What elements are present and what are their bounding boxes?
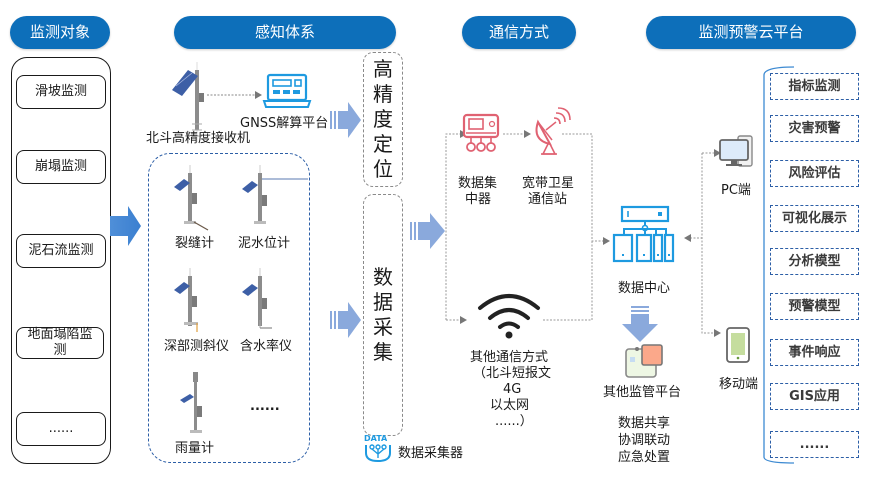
- platform-item-disaster-warning: 灾害预警: [770, 115, 859, 142]
- object-ground-subsidence: 地面塌陷监测: [16, 327, 104, 359]
- satellite-station-label-1: 宽带卫星: [522, 176, 575, 191]
- data-logger-badge: DATA: [364, 434, 388, 443]
- monitoring-objects-frame: [11, 57, 111, 464]
- dotted-arrow-icon: [207, 91, 262, 99]
- data-logger-label: 数据采集器: [398, 446, 464, 461]
- object-more: ......: [16, 412, 106, 446]
- vbox-char: 位: [373, 157, 393, 181]
- object-collapse: 崩塌监测: [16, 150, 106, 184]
- platform-item-indicator-monitoring: 指标监测: [770, 73, 859, 100]
- vbox-char: 据: [373, 290, 393, 314]
- other-platform-icon: [625, 344, 663, 378]
- vbox-char: 度: [373, 107, 393, 131]
- platform-item-event-response: 事件响应: [770, 339, 859, 366]
- vbox-char: 采: [373, 315, 393, 339]
- sensor-label-crack-meter: 裂缝计: [175, 236, 215, 251]
- sensor-label-moisture-meter: 含水率仪: [240, 339, 293, 354]
- vbox-char: 定: [373, 132, 393, 156]
- gnss-platform-label: GNSS解算平台: [240, 116, 329, 131]
- inclinometer-icon: [174, 268, 198, 332]
- vbox-char: 数: [373, 265, 393, 289]
- data-center-icon: [612, 205, 675, 263]
- other-comm-label-1: 其他通信方式: [470, 350, 549, 365]
- vbox-char: 精: [373, 82, 393, 106]
- header-cloud-platform: 监测预警云平台: [646, 16, 856, 49]
- sensor-group-frame: [148, 153, 310, 463]
- flow-arrow-icon: [410, 213, 445, 249]
- pc-icon: [719, 135, 753, 167]
- client-connectors: [684, 149, 721, 337]
- pc-label: PC端: [721, 183, 751, 198]
- data-collection-box: 数 据 采 集: [363, 194, 403, 436]
- data-concentrator-label-2: 中器: [465, 192, 492, 207]
- other-comm-label-5: ......）: [495, 414, 533, 429]
- rain-gauge-icon: [180, 372, 202, 433]
- satellite-dish-icon: [535, 107, 571, 155]
- other-comm-label-4: 以太网: [490, 398, 530, 413]
- flow-arrow-icon: [110, 206, 141, 246]
- wifi-icon: [478, 294, 540, 339]
- sensor-label-mud-level-meter: 泥水位计: [238, 236, 291, 251]
- header-monitoring-objects: 监测对象: [10, 16, 110, 49]
- flow-arrow-icon: [330, 102, 361, 138]
- other-comm-label-3: 4G: [503, 382, 522, 397]
- other-comm-label-2: （北斗短报文: [473, 366, 552, 381]
- beidou-receiver-icon: [172, 62, 204, 142]
- platform-item-warning-model: 预警模型: [770, 293, 859, 320]
- platform-function-coordinate: 协调联动: [618, 433, 671, 448]
- data-center-label: 数据中心: [618, 281, 671, 296]
- object-landslide: 滑坡监测: [16, 75, 106, 109]
- gnss-laptop-icon: [262, 73, 312, 108]
- data-logger-icon: [365, 444, 391, 463]
- mud-level-meter-icon: [242, 165, 308, 224]
- sensor-label-more: ......: [250, 399, 280, 414]
- header-sensing-system: 感知体系: [174, 16, 396, 49]
- sensor-label-rain-gauge: 雨量计: [175, 441, 215, 456]
- platform-item-more: ......: [770, 431, 859, 458]
- vbox-char: 集: [373, 340, 393, 364]
- other-platform-label: 其他监管平台: [603, 385, 682, 400]
- header-communication: 通信方式: [462, 16, 576, 49]
- flow-arrow-down-icon: [622, 306, 658, 342]
- data-concentrator-icon: [462, 113, 500, 152]
- crack-meter-icon: [174, 165, 209, 231]
- platform-function-share: 数据共享: [618, 416, 671, 431]
- platform-bracket: [763, 66, 795, 464]
- platform-item-gis: GIS应用: [770, 383, 859, 410]
- data-concentrator-label-1: 数据集: [458, 176, 498, 191]
- platform-item-risk-assessment: 风险评估: [770, 160, 859, 187]
- beidou-receiver-label: 北斗高精度接收机: [146, 131, 251, 146]
- flow-arrow-icon: [330, 302, 361, 338]
- platform-item-analysis-model: 分析模型: [770, 248, 859, 275]
- mobile-label: 移动端: [719, 377, 759, 392]
- platform-function-emergency: 应急处置: [618, 450, 671, 465]
- sensor-label-inclinometer: 深部测斜仪: [164, 339, 230, 354]
- platform-item-visualization: 可视化展示: [770, 205, 859, 232]
- mobile-icon: [726, 327, 750, 363]
- moisture-meter-icon: [242, 268, 272, 329]
- satellite-station-label-2: 通信站: [528, 192, 568, 207]
- vbox-char: 高: [373, 57, 393, 81]
- object-debris-flow: 泥石流监测: [16, 234, 106, 268]
- high-precision-positioning-box: 高 精 度 定 位: [363, 52, 403, 187]
